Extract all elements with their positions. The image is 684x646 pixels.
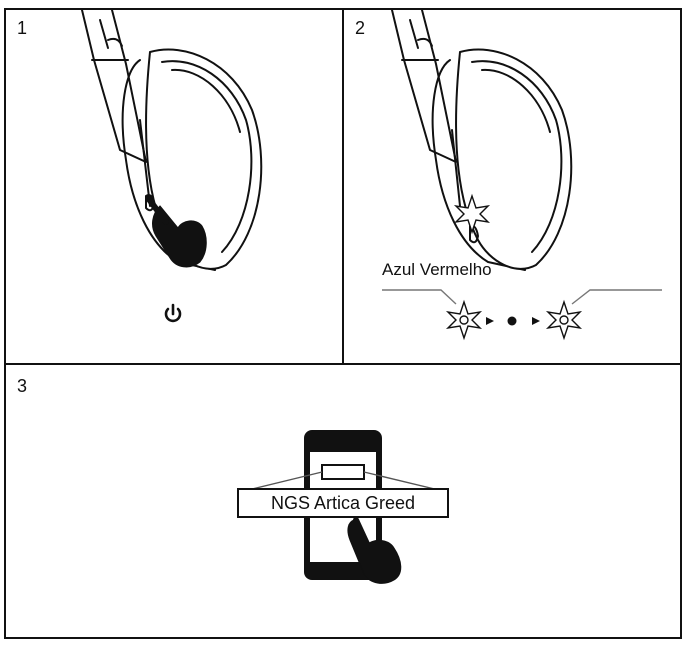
pointing-hand-icon <box>347 517 402 584</box>
dot-icon <box>507 316 517 326</box>
caption-leader-lines <box>382 289 662 305</box>
blinking-led-icon <box>445 299 483 341</box>
panel-frames <box>4 8 682 639</box>
arrow-icon <box>486 317 494 325</box>
panel-1-number: 1 <box>17 18 28 38</box>
headphone-icon <box>81 9 263 271</box>
device-name-label: NGS Artica Greed <box>237 488 449 518</box>
pointing-hand-icon <box>145 195 207 268</box>
panel-2-number: 2 <box>355 18 366 38</box>
arrow-icon <box>532 317 540 325</box>
blinking-led-icon <box>545 299 583 341</box>
power-icon <box>164 303 182 323</box>
led-color-caption: Azul Vermelho <box>382 260 492 279</box>
panel-3-number: 3 <box>17 376 28 396</box>
blinking-led-icon <box>453 193 491 235</box>
headphone-icon <box>391 9 573 271</box>
